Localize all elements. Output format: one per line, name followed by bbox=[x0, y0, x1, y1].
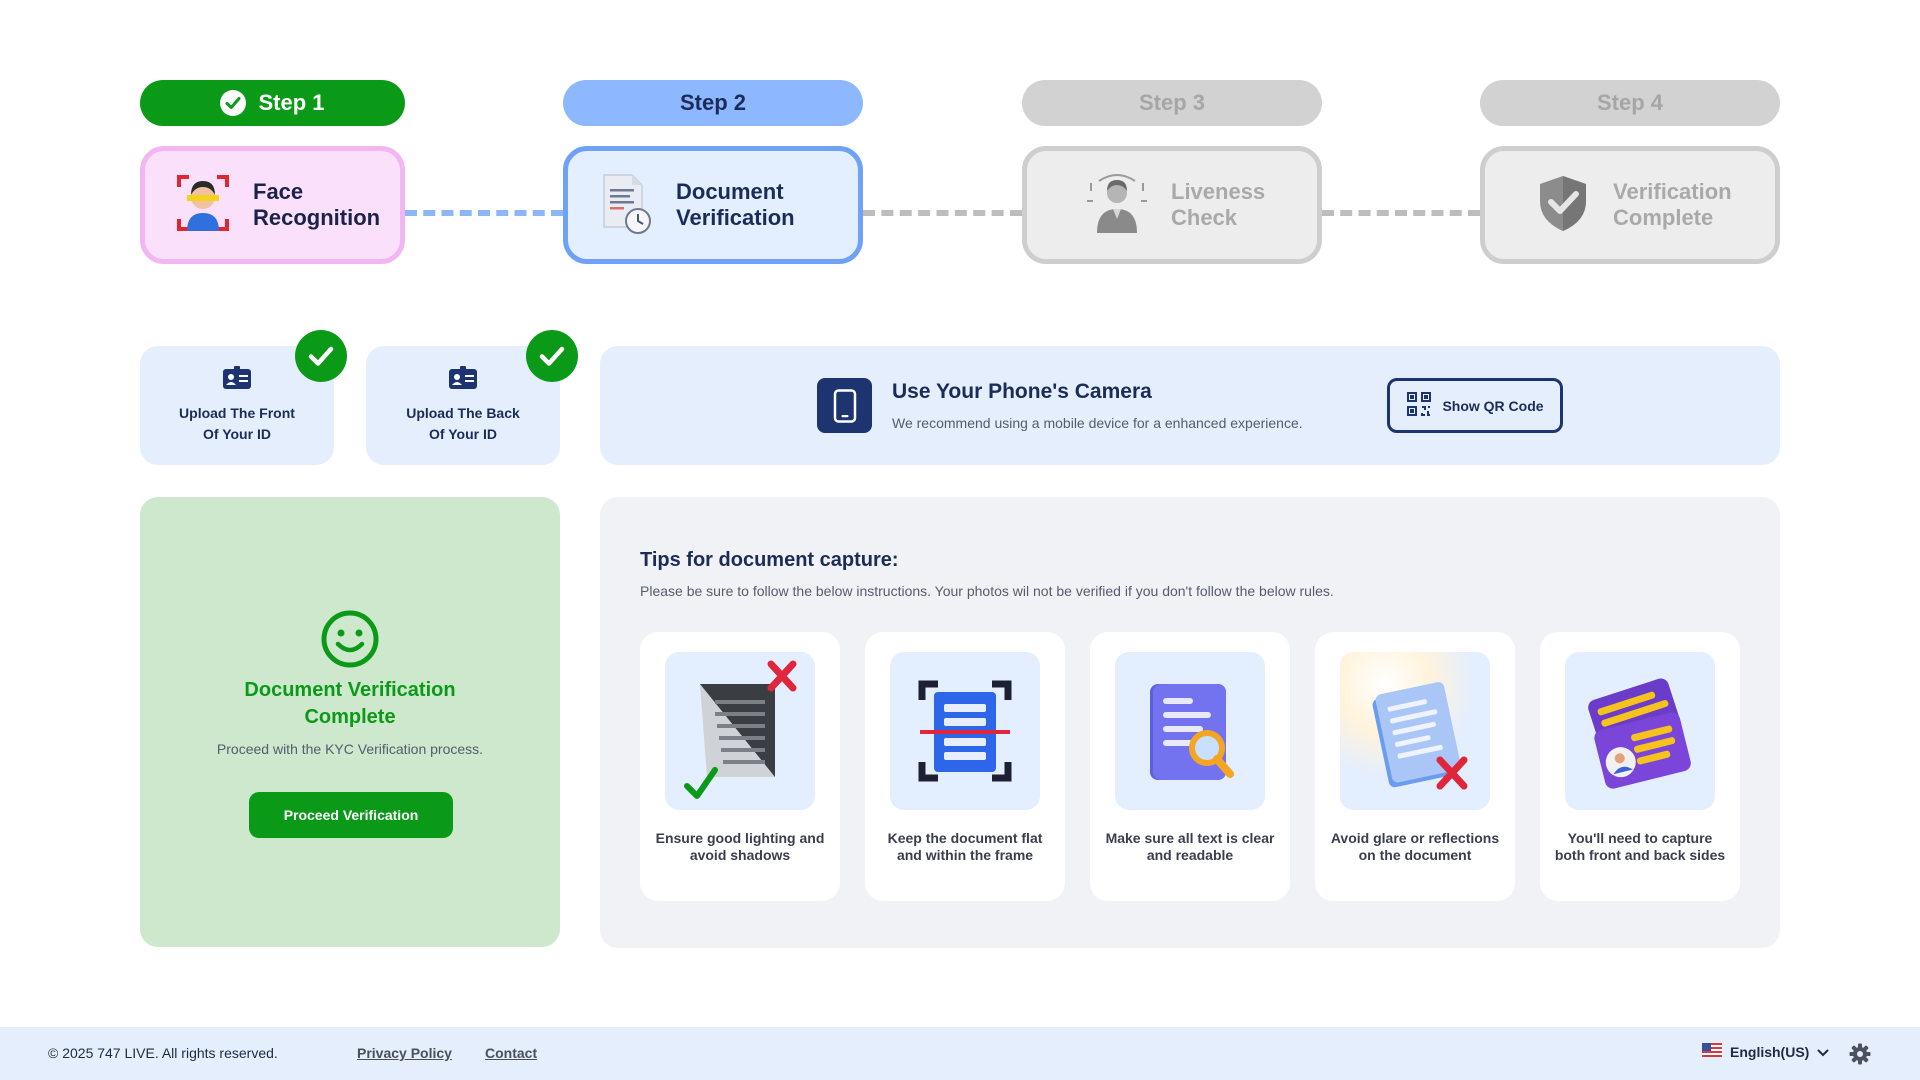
success-subtitle: Proceed with the KYC Verification proces… bbox=[216, 741, 484, 757]
document-magnifier-icon bbox=[1115, 652, 1265, 810]
upload-front-check-icon bbox=[295, 330, 347, 382]
step-4-pill: Step 4 bbox=[1480, 80, 1780, 126]
tip-text: Ensure good lighting and avoid shadows bbox=[655, 830, 825, 863]
tip-card: Keep the document flat and within the fr… bbox=[865, 632, 1065, 901]
tips-subtitle: Please be sure to follow the below instr… bbox=[640, 583, 1334, 599]
copyright-text: © 2025 747 LIVE. All rights reserved. bbox=[48, 1045, 278, 1061]
tip-card: You'll need to capture both front and ba… bbox=[1540, 632, 1740, 901]
tip-text: Keep the document flat and within the fr… bbox=[887, 830, 1043, 863]
proceed-verification-button[interactable]: Proceed Verification bbox=[249, 792, 453, 838]
tip-card: Make sure all text is clear and readable bbox=[1090, 632, 1290, 901]
tip-card: Ensure good lighting and avoid shadows bbox=[640, 632, 840, 901]
footer: © 2025 747 LIVE. All rights reserved. Pr… bbox=[0, 1027, 1920, 1080]
face-scan-icon bbox=[175, 173, 231, 238]
step-2-title: Document Verification bbox=[676, 179, 795, 230]
tip-text: Make sure all text is clear and readable bbox=[1105, 830, 1275, 863]
shield-check-icon bbox=[1535, 173, 1591, 238]
phone-camera-title: Use Your Phone's Camera bbox=[892, 380, 1152, 403]
glare-document-icon bbox=[1340, 652, 1490, 810]
lighting-document-icon bbox=[665, 652, 815, 810]
document-frame-icon bbox=[890, 652, 1040, 810]
privacy-policy-link[interactable]: Privacy Policy bbox=[357, 1045, 452, 1061]
upload-back-check-icon bbox=[526, 330, 578, 382]
phone-camera-panel: Use Your Phone's Camera We recommend usi… bbox=[600, 346, 1780, 465]
step-1-pill[interactable]: Step 1 bbox=[140, 80, 405, 126]
chevron-down-icon bbox=[1817, 1044, 1829, 1060]
step-3-pill: Step 3 bbox=[1022, 80, 1322, 126]
tip-text: You'll need to capture both front and ba… bbox=[1554, 830, 1726, 863]
step-1-title: Face Recognition bbox=[253, 179, 381, 230]
step-3-label: Step 3 bbox=[1138, 90, 1206, 115]
step-4-title: Verification Complete bbox=[1613, 179, 1732, 230]
step-connector-3 bbox=[1322, 210, 1480, 216]
show-qr-code-label: Show QR Code bbox=[1442, 397, 1544, 414]
step-2-card[interactable]: Document Verification bbox=[563, 146, 863, 264]
step-3-card: Liveness Check bbox=[1022, 146, 1322, 264]
upload-back-label: Upload The Back Of Your ID bbox=[406, 405, 520, 442]
id-card-icon bbox=[222, 366, 252, 395]
upload-front-label: Upload The Front Of Your ID bbox=[179, 405, 295, 442]
step-connector-1 bbox=[405, 210, 563, 216]
step-1-card[interactable]: Face Recognition bbox=[140, 146, 405, 264]
id-cards-icon bbox=[1565, 652, 1715, 810]
step-4-card: Verification Complete bbox=[1480, 146, 1780, 264]
language-selector[interactable]: English(US) bbox=[1702, 1043, 1829, 1060]
contact-link[interactable]: Contact bbox=[485, 1045, 538, 1061]
step-connector-2 bbox=[863, 210, 1022, 216]
tips-title: Tips for document capture: bbox=[640, 549, 899, 571]
tip-text: Avoid glare or reflections on the docume… bbox=[1330, 830, 1500, 863]
us-flag-icon bbox=[1702, 1043, 1722, 1060]
qr-code-icon bbox=[1406, 391, 1432, 420]
document-clock-icon bbox=[598, 171, 654, 240]
gear-icon[interactable] bbox=[1849, 1043, 1871, 1070]
phone-camera-subtitle: We recommend using a mobile device for a… bbox=[892, 415, 1303, 431]
step-2-pill[interactable]: Step 2 bbox=[563, 80, 863, 126]
check-icon bbox=[220, 90, 247, 116]
success-title: Document Verification Complete bbox=[244, 679, 456, 728]
step-2-label: Step 2 bbox=[679, 90, 747, 115]
show-qr-code-button[interactable]: Show QR Code bbox=[1387, 378, 1563, 433]
verification-complete-panel: Document Verification Complete Proceed w… bbox=[140, 497, 560, 947]
smartphone-icon bbox=[817, 378, 872, 433]
step-3-title: Liveness Check bbox=[1171, 179, 1266, 230]
person-scan-icon bbox=[1085, 171, 1149, 240]
step-1-label: Step 1 bbox=[258, 90, 325, 115]
step-4-label: Step 4 bbox=[1596, 90, 1664, 115]
language-label: English(US) bbox=[1730, 1043, 1810, 1060]
tips-panel: Tips for document capture: Please be sur… bbox=[600, 497, 1780, 948]
id-card-icon bbox=[448, 366, 478, 395]
smiley-icon bbox=[320, 609, 380, 674]
tip-card: Avoid glare or reflections on the docume… bbox=[1315, 632, 1515, 901]
